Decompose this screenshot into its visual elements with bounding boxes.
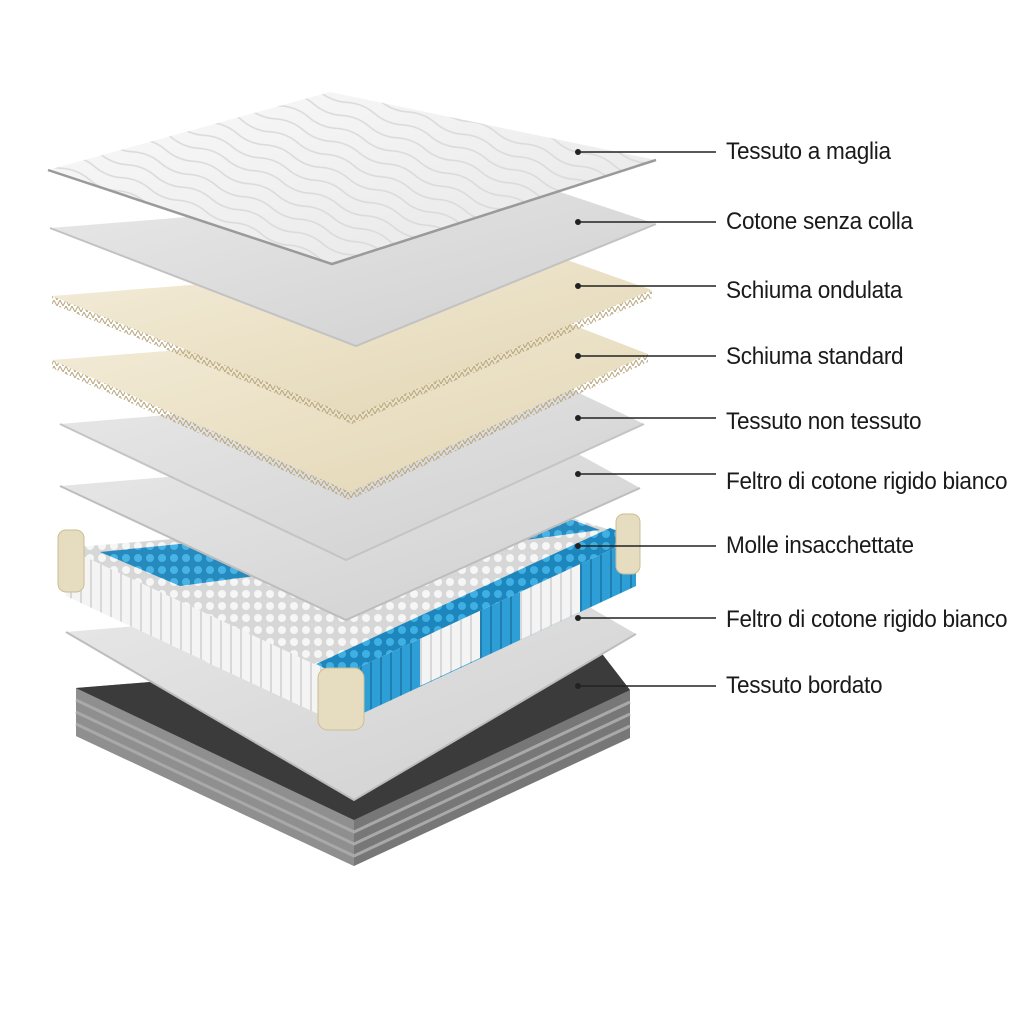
- leader-lines: [575, 149, 716, 689]
- leader-dot-springs: [575, 543, 581, 549]
- layer-knit-fabric: [47, 92, 657, 266]
- label-nonwoven: Tessuto non tessuto: [726, 408, 922, 435]
- leader-dot-wave-foam: [575, 283, 581, 289]
- label-wave-foam: Schiuma ondulata: [726, 277, 903, 304]
- leader-dot-felt-bottom: [575, 615, 581, 621]
- leader-dot-knit: [575, 149, 581, 155]
- label-felt-bottom: Feltro di cotone rigido bianco: [726, 606, 1008, 633]
- label-knit-fabric: Tessuto a maglia: [726, 138, 891, 165]
- leader-dot-cotton: [575, 219, 581, 225]
- leader-dot-felt-top: [575, 471, 581, 477]
- layer-cotton: [49, 188, 657, 348]
- label-cotton: Cotone senza colla: [726, 208, 913, 235]
- label-standard-foam: Schiuma standard: [726, 343, 904, 370]
- label-pocket-springs: Molle insacchettate: [726, 532, 914, 559]
- leader-dot-border: [575, 683, 581, 689]
- label-felt-top: Feltro di cotone rigido bianco: [726, 468, 1008, 495]
- leader-dot-std-foam: [575, 353, 581, 359]
- leader-dot-nonwoven: [575, 415, 581, 421]
- label-border-fabric: Tessuto bordato: [726, 672, 883, 699]
